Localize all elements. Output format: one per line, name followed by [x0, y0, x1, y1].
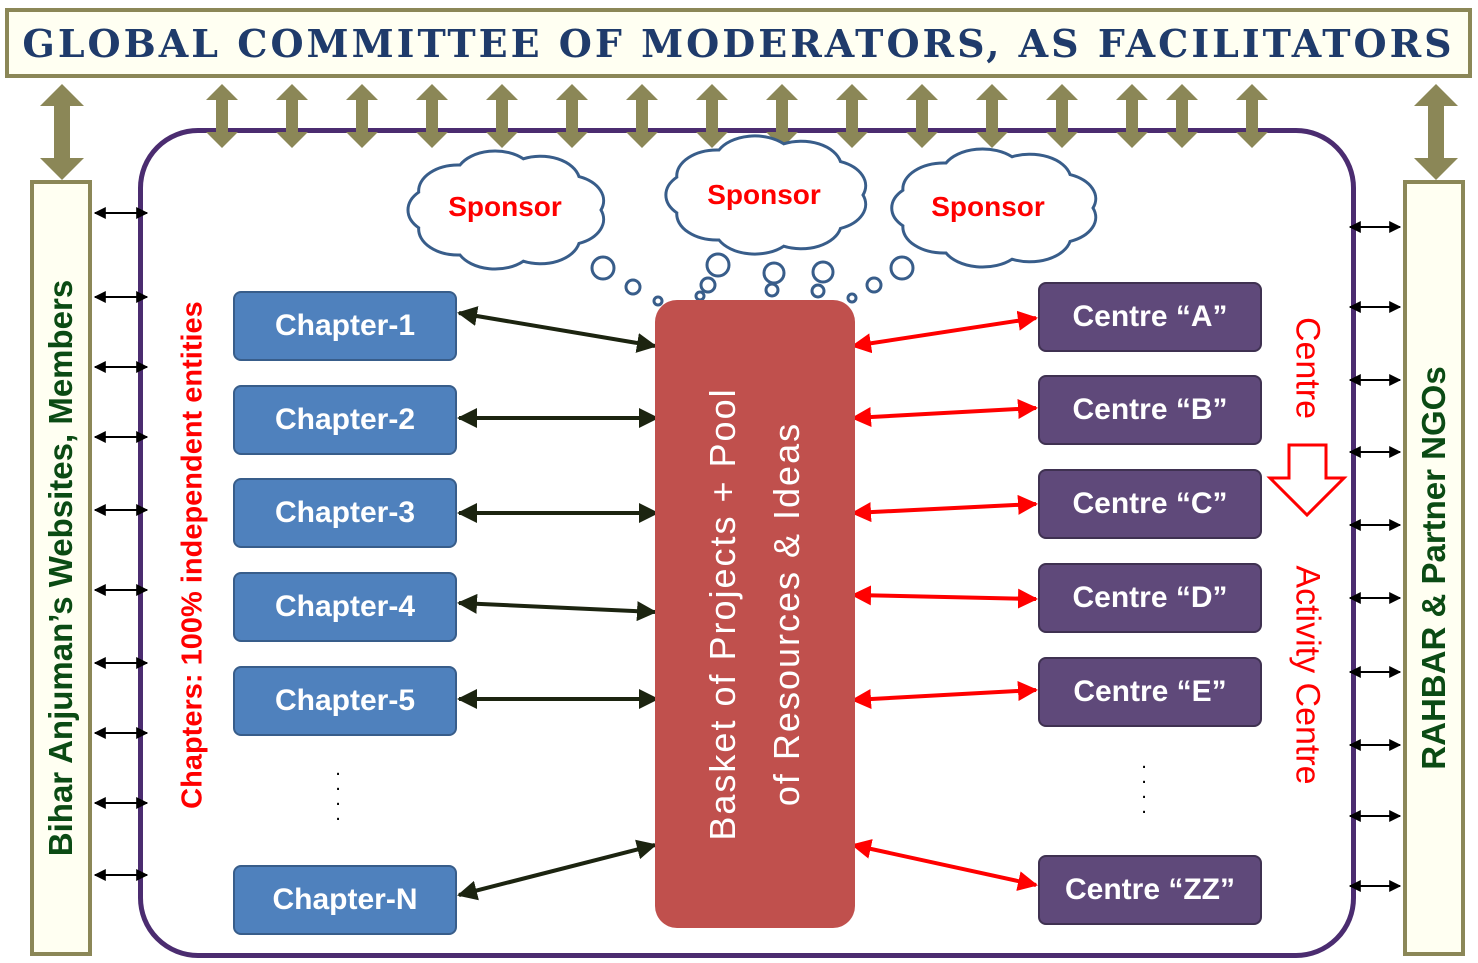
chapter-1-box[interactable]: Chapter-1 — [233, 291, 457, 361]
committee-arrow-15 — [1166, 84, 1198, 148]
chapter-arrow-1 — [457, 306, 657, 353]
chapter-arrow-4 — [457, 593, 657, 622]
thought-bubble-1 — [590, 255, 616, 281]
panel-link-arrows — [93, 207, 1402, 892]
thought-bubble-3 — [652, 295, 664, 307]
thought-bubble-12 — [865, 276, 883, 294]
committee-arrow-12 — [976, 84, 1008, 148]
centre-ellipsis: . . . . — [1141, 751, 1147, 818]
committee-arrow-8 — [696, 84, 728, 148]
basket-text: Basket of Projects + Pool of Resources &… — [691, 387, 819, 840]
committee-arrow-7 — [626, 84, 658, 148]
flow-to-label: Activity Centre — [1288, 565, 1327, 785]
committee-arrow-11 — [906, 84, 938, 148]
sponsor-label-1: Sponsor — [448, 191, 562, 222]
banner-title: GLOBAL COMMITTEE OF MODERATORS, AS FACIL… — [22, 20, 1455, 66]
basket-line-2: of Resources & Ideas — [766, 421, 807, 807]
centre-c-box[interactable]: Centre “C” — [1038, 469, 1262, 539]
banner-box: GLOBAL COMMITTEE OF MODERATORS, AS FACIL… — [5, 8, 1472, 78]
thought-bubble-9 — [811, 260, 835, 284]
sponsor-cloud-2 — [664, 134, 868, 256]
committee-arrow-3 — [346, 84, 378, 148]
sponsor-cloud-2-outline — [664, 134, 868, 256]
flow-from-label: Centre — [1288, 316, 1327, 420]
committee-arrow-13 — [1046, 84, 1078, 148]
centre-arrow-2 — [851, 398, 1038, 428]
centre-d-box[interactable]: Centre “D” — [1038, 563, 1262, 633]
committee-arrow-2 — [276, 84, 308, 148]
committee-arrow-16 — [1236, 84, 1268, 148]
thought-bubble-11 — [889, 255, 915, 281]
committee-arrow-1 — [206, 84, 238, 148]
thought-bubble-8 — [764, 282, 780, 298]
committee-arrow-5 — [486, 84, 518, 148]
centre-arrow-3 — [851, 494, 1038, 523]
basket-box: Basket of Projects + Pool of Resources &… — [655, 300, 855, 928]
chapter-arrow-6 — [457, 839, 657, 901]
chapter-5-box[interactable]: Chapter-5 — [233, 666, 457, 736]
centre-arrow-6 — [851, 839, 1038, 891]
chapter-ellipsis: . . . . — [335, 758, 341, 825]
committee-arrow-9 — [766, 84, 798, 148]
chapter-4-box[interactable]: Chapter-4 — [233, 572, 457, 642]
thought-bubble-6 — [694, 290, 706, 302]
committee-arrow-10 — [836, 84, 868, 148]
thought-bubble-4 — [705, 252, 731, 278]
chapter-2-box[interactable]: Chapter-2 — [233, 385, 457, 455]
thought-bubble-2 — [624, 278, 642, 296]
centre-e-box[interactable]: Centre “E” — [1038, 657, 1262, 727]
flow-down-arrow — [1266, 443, 1348, 518]
committee-link-arrows — [40, 84, 1458, 180]
centre-zz-box[interactable]: Centre “ZZ” — [1038, 855, 1262, 925]
centre-arrow-1 — [851, 310, 1038, 354]
thought-bubble-5 — [699, 276, 717, 294]
centre-a-box[interactable]: Centre “A” — [1038, 282, 1262, 352]
centre-b-box[interactable]: Centre “B” — [1038, 375, 1262, 445]
committee-arrow-6 — [556, 84, 588, 148]
sponsor-cloud-3 — [890, 147, 1098, 269]
chapter-3-box[interactable]: Chapter-3 — [233, 478, 457, 548]
committee-arrow-14 — [1116, 84, 1148, 148]
chapter-link-arrows — [457, 306, 659, 901]
sponsor-cloud-3-outline — [890, 147, 1098, 269]
sponsor-cloud-1-outline — [406, 149, 606, 271]
sponsor-label-2: Sponsor — [707, 179, 821, 210]
committee-arrow-left — [40, 84, 84, 180]
left-panel: Bihar Anjuman’s Websites, Members — [30, 180, 92, 956]
thought-bubble-10 — [810, 283, 826, 299]
sponsor-cloud-1 — [406, 149, 606, 271]
sponsor-label-3: Sponsor — [931, 191, 1045, 222]
committee-arrow-right — [1414, 84, 1458, 180]
thought-bubble-13 — [846, 292, 858, 304]
centre-arrow-5 — [851, 680, 1038, 710]
chapters-note: Chapters: 100% independent entities — [176, 301, 209, 809]
centre-link-arrows — [851, 310, 1038, 891]
thought-bubble-7 — [762, 261, 786, 285]
basket-line-1: Basket of Projects + Pool — [702, 387, 743, 841]
committee-arrow-4 — [416, 84, 448, 148]
right-panel: RAHBAR & Partner NGOs — [1403, 180, 1465, 956]
centre-arrow-4 — [851, 585, 1038, 609]
sponsor-clouds — [406, 134, 1098, 307]
chapter-n-box[interactable]: Chapter-N — [233, 865, 457, 935]
